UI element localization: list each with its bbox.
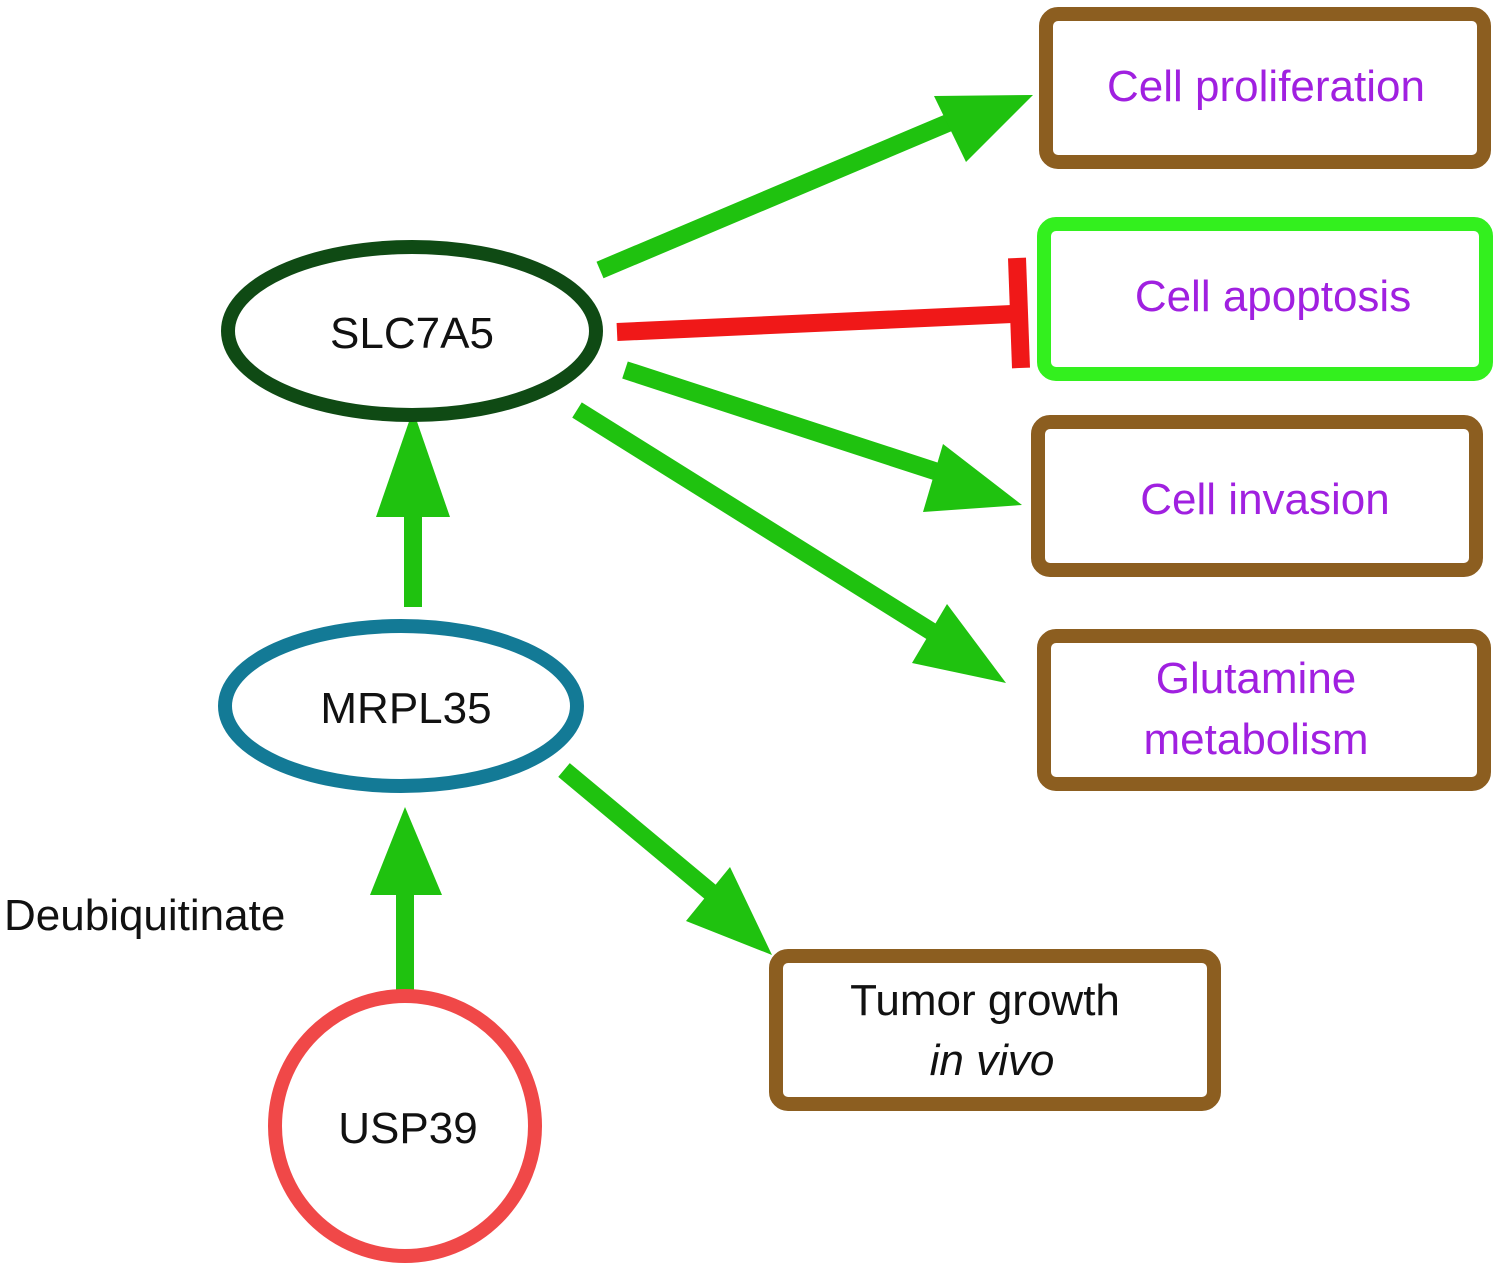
cell-invasion-box <box>1031 415 1483 577</box>
tumor-growth-label-line2: in vivo <box>930 1036 1055 1085</box>
cell-apoptosis-box <box>1037 217 1493 381</box>
outcome-cell-invasion: Cell invasion <box>1031 415 1483 577</box>
inhibit-slc7a5-to-cell-apoptosis <box>616 257 1030 369</box>
node-mrpl35: MRPL35 <box>218 619 584 793</box>
tumor-growth-label-line1: Tumor growth <box>850 976 1120 1025</box>
arrow-usp39-to-mrpl35 <box>370 807 442 990</box>
node-usp39: USP39 <box>268 989 542 1263</box>
glutamine-metabolism-box <box>1037 629 1491 791</box>
usp39-label: USP39 <box>338 1104 477 1153</box>
arrow-mrpl35-to-tumor-growth <box>558 763 772 955</box>
tumor-growth-box <box>769 949 1221 1111</box>
edges <box>370 95 1033 990</box>
cell-apoptosis-label: Cell apoptosis <box>1135 272 1411 321</box>
mrpl35-ellipse <box>218 619 584 793</box>
glutamine-metabolism-label-line1: Glutamine <box>1156 654 1357 703</box>
arrow-slc7a5-to-cell-proliferation <box>596 95 1033 279</box>
deubiquitinate-label: Deubiquitinate <box>4 891 285 940</box>
node-slc7a5: SLC7A5 <box>221 240 603 422</box>
mrpl35-label: MRPL35 <box>320 684 491 733</box>
arrow-slc7a5-to-glutamine-metabolism <box>572 402 1006 683</box>
arrow-mrpl35-to-slc7a5 <box>376 410 450 607</box>
arrow-slc7a5-to-cell-invasion <box>622 361 1022 512</box>
slc7a5-label: SLC7A5 <box>330 309 494 358</box>
cell-proliferation-box <box>1039 7 1491 169</box>
cell-invasion-label: Cell invasion <box>1140 475 1389 524</box>
cell-proliferation-label: Cell proliferation <box>1107 62 1425 111</box>
outcome-tumor-growth: Tumor growth in vivo <box>769 949 1221 1111</box>
slc7a5-ellipse <box>221 240 603 422</box>
outcome-cell-proliferation: Cell proliferation <box>1039 7 1491 169</box>
outcome-cell-apoptosis: Cell apoptosis <box>1037 217 1493 381</box>
glutamine-metabolism-label-line2: metabolism <box>1144 715 1369 764</box>
outcome-glutamine-metabolism: Glutamine metabolism <box>1037 629 1491 791</box>
usp39-circle <box>268 989 542 1263</box>
